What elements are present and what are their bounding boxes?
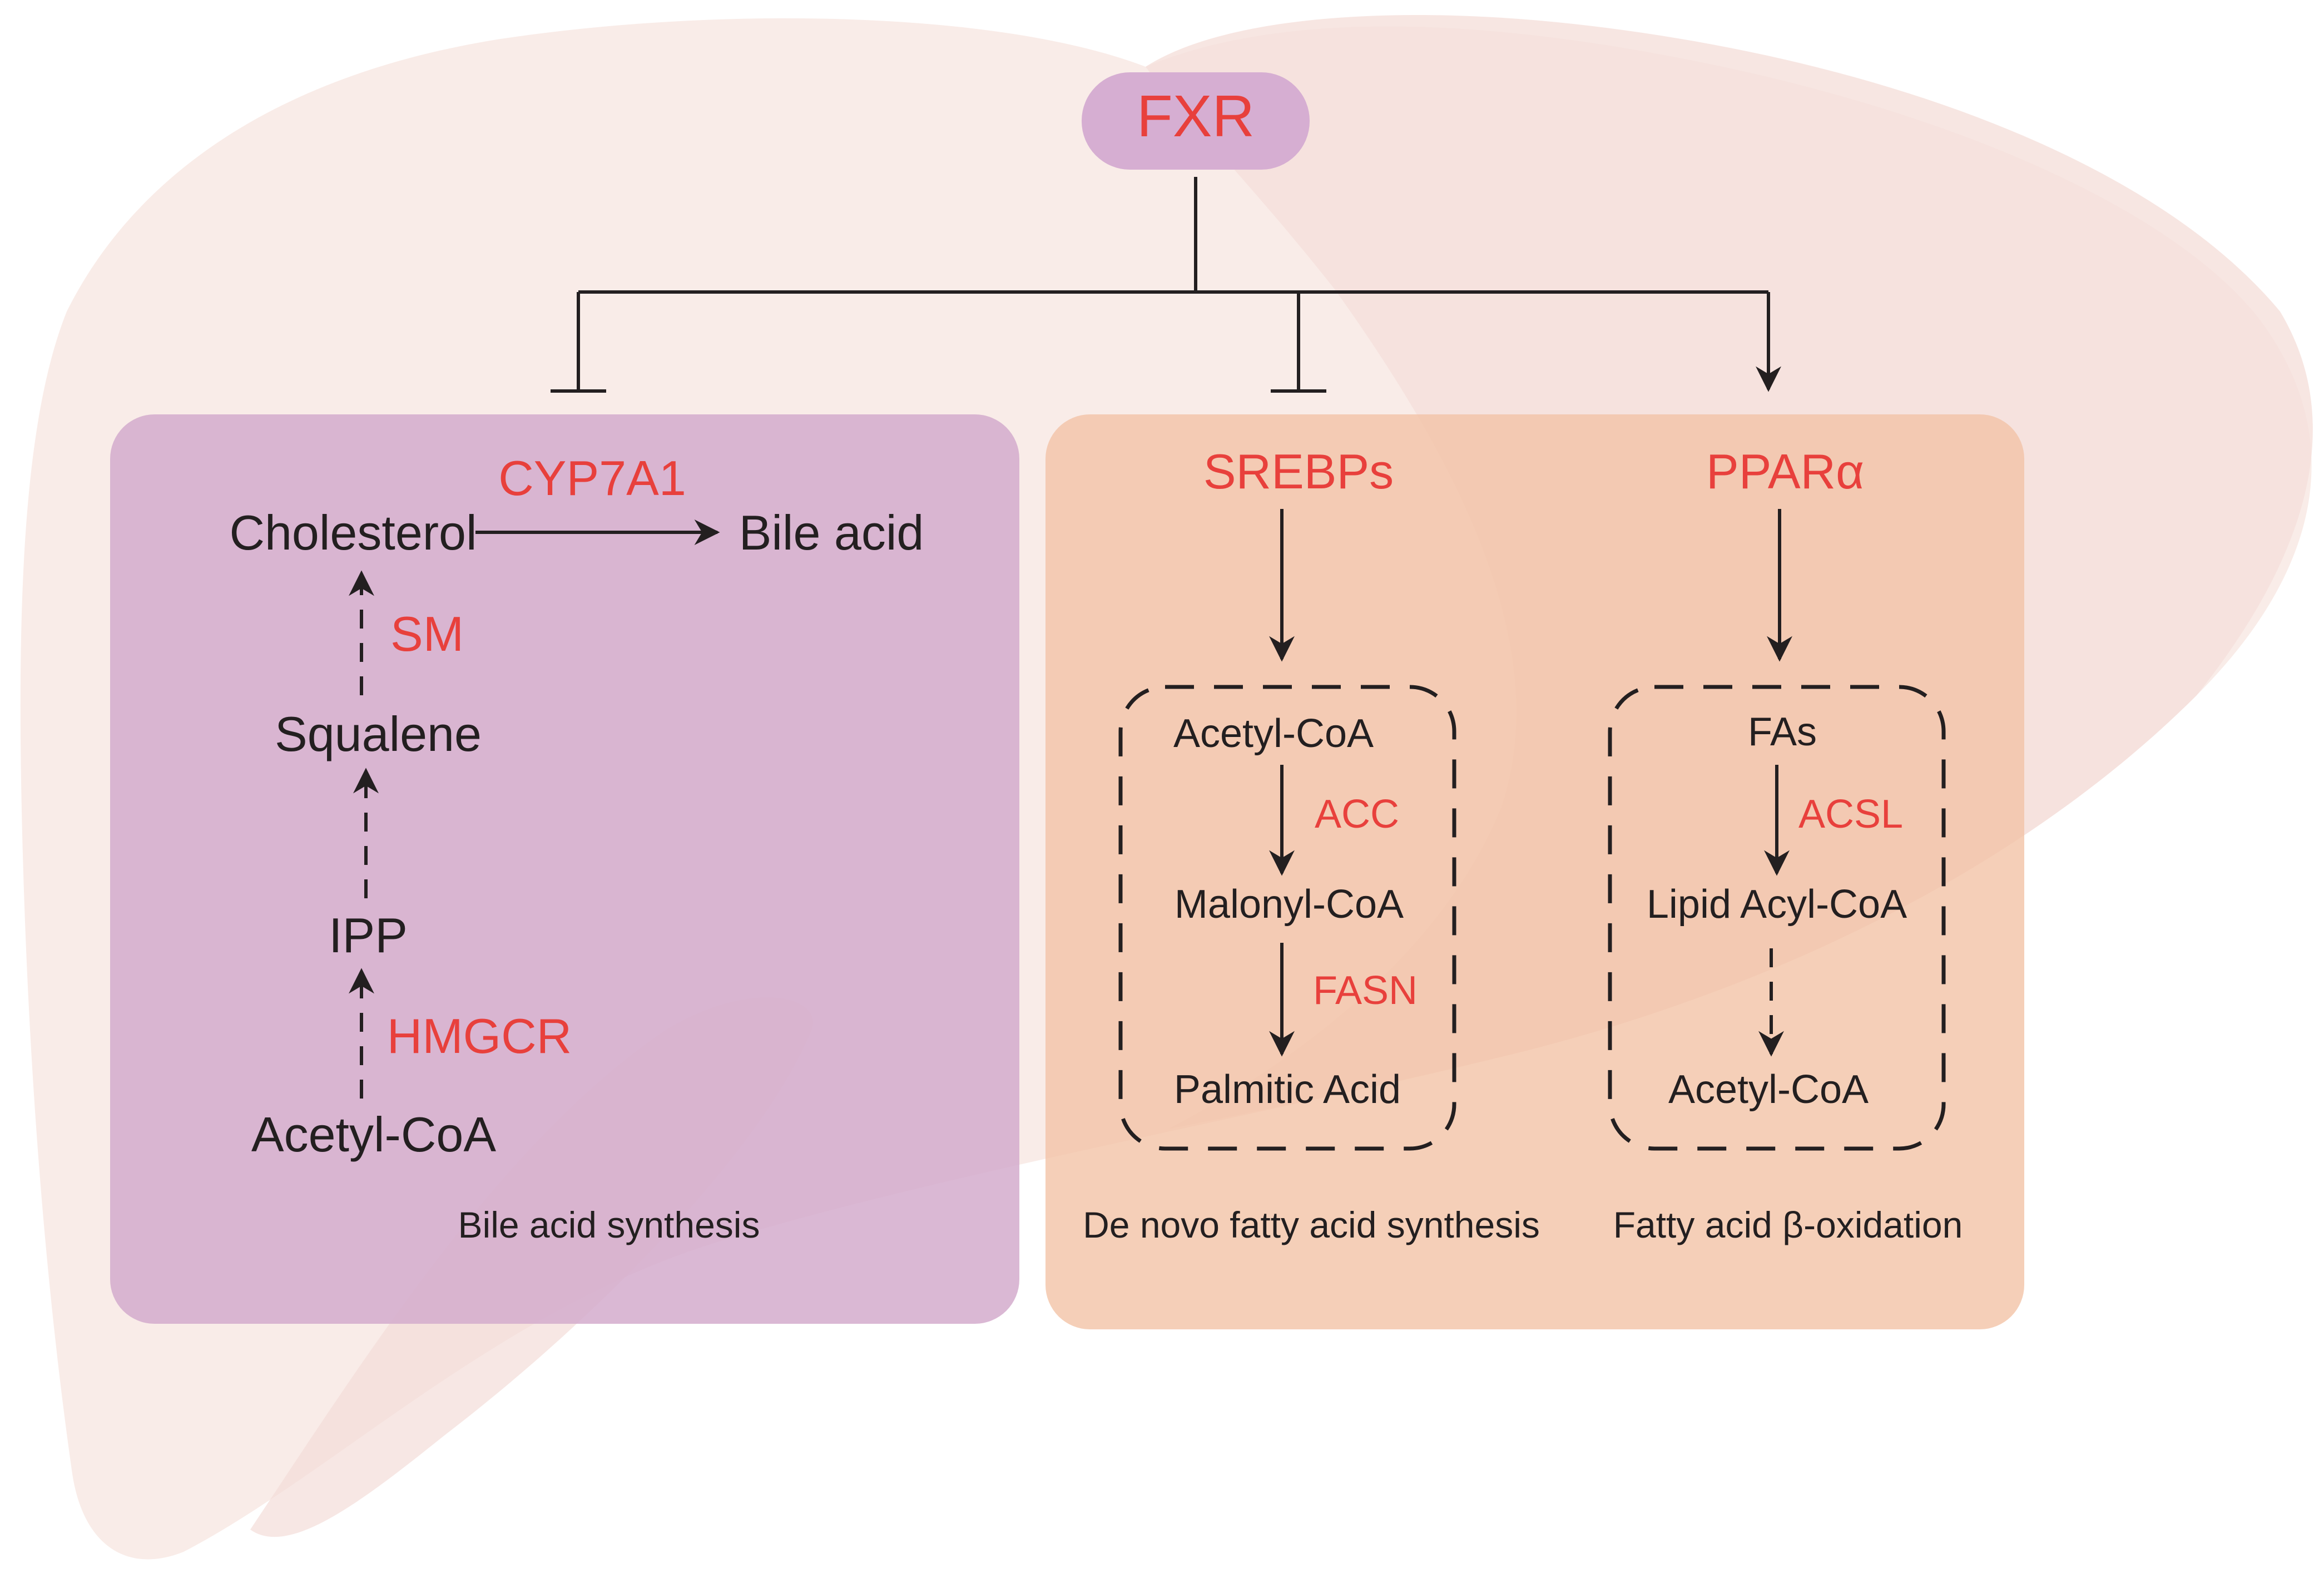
fasn-label: FASN (1313, 968, 1418, 1013)
sm-label: SM (390, 606, 464, 661)
ipp-label: IPP (329, 908, 408, 963)
bile-acid-synthesis-caption: Bile acid synthesis (458, 1204, 760, 1245)
fatty-acid-panel (1045, 414, 2024, 1329)
de-novo-synthesis-caption: De novo fatty acid synthesis (1083, 1204, 1540, 1245)
ppar-acetyl-coa-label: Acetyl-CoA (1668, 1067, 1869, 1112)
cholesterol-label: Cholesterol (229, 505, 477, 560)
squalene-label: Squalene (275, 706, 482, 761)
fxr-node-pill (1082, 72, 1310, 170)
srebp-pathway-dashed-box (1118, 685, 1456, 1151)
malonyl-coa-label: Malonyl-CoA (1175, 882, 1404, 927)
palmitic-acid-label: Palmitic Acid (1174, 1067, 1401, 1112)
fxr-label: FXR (1137, 83, 1255, 149)
beta-oxidation-caption: Fatty acid β-oxidation (1613, 1204, 1963, 1245)
fas-label: FAs (1748, 710, 1817, 754)
acc-label: ACC (1315, 792, 1399, 837)
srebp-acetyl-coa-label: Acetyl-CoA (1173, 711, 1374, 756)
hmgcr-label: HMGCR (387, 1008, 572, 1063)
ppar-pathway-dashed-box (1608, 685, 1946, 1151)
acetyl-coa-label: Acetyl-CoA (251, 1107, 496, 1162)
ppar-alpha-label: PPARα (1706, 444, 1864, 499)
acsl-label: ACSL (1798, 792, 1903, 837)
lipid-acyl-coa-label: Lipid Acyl-CoA (1647, 882, 1907, 927)
bile-acid-label: Bile acid (739, 505, 924, 560)
srebps-label: SREBPs (1203, 444, 1394, 499)
bile-acid-panel (110, 414, 1019, 1324)
fxr-regulation-tree (551, 177, 1781, 393)
cyp7a1-label: CYP7A1 (498, 451, 686, 506)
